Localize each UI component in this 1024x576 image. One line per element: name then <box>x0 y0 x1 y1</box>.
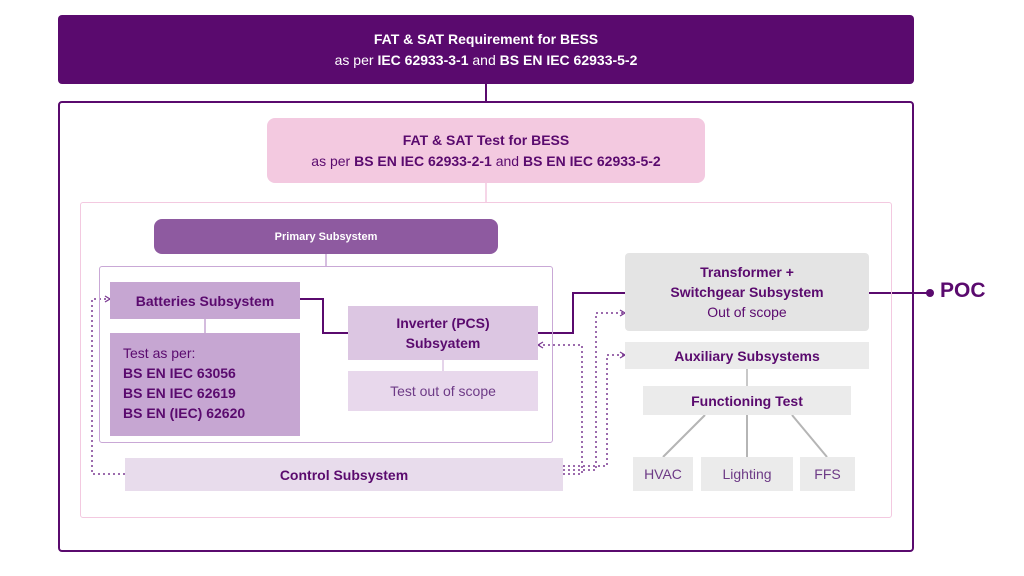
transformer-subsystem-box: Transformer + Switchgear Subsystem Out o… <box>625 253 869 331</box>
requirement-prefix: as per <box>334 51 378 68</box>
control-to-aux-dotted <box>563 351 627 467</box>
test-and: and <box>491 152 523 169</box>
transformer-scope: Out of scope <box>707 304 787 320</box>
transformer-line-2: Switchgear Subsystem <box>670 284 824 300</box>
connector-func-to-ffs <box>791 414 828 458</box>
ffs-box: FFS <box>800 457 855 491</box>
battery-standard-2: BS EN IEC 62619 <box>123 385 236 401</box>
hvac-box: HVAC <box>633 457 693 491</box>
requirement-and: and <box>468 51 500 68</box>
primary-subsystem-header: Primary Subsystem <box>154 219 498 254</box>
requirement-title: FAT & SAT Requirement for BESS <box>373 30 599 47</box>
control-to-transformer-dotted <box>563 309 627 471</box>
auxiliary-subsystems-box: Auxiliary Subsystems <box>625 342 869 369</box>
inverter-subsystem-box: Inverter (PCS) Subsyatem <box>348 306 538 360</box>
poc-label: POC <box>940 279 986 302</box>
lighting-box: Lighting <box>701 457 793 491</box>
poc-dot <box>926 289 934 297</box>
test-std-1: BS EN IEC 62933-2-1 <box>354 152 492 169</box>
connector-inverter-to-transformer <box>538 292 625 334</box>
transformer-line-1: Transformer + <box>700 264 794 280</box>
fat-sat-requirement-box: FAT & SAT Requirement for BESS as per IE… <box>58 15 914 84</box>
inverter-scope-box: Test out of scope <box>348 371 538 411</box>
requirement-std-1: IEC 62933-3-1 <box>377 51 469 68</box>
test-standards: as per BS EN IEC 62933-2-1 and BS EN IEC… <box>311 151 660 172</box>
test-std-2: BS EN IEC 62933-5-2 <box>522 152 661 169</box>
connector-batteries-to-inverter <box>300 298 348 334</box>
requirement-standards: as per IEC 62933-3-1 and BS EN IEC 62933… <box>335 50 638 71</box>
battery-standard-1: BS EN IEC 63056 <box>123 365 236 381</box>
batteries-subsystem-box: Batteries Subsystem <box>110 282 300 319</box>
requirement-frame <box>58 101 914 552</box>
functioning-test-box: Functioning Test <box>643 386 851 415</box>
test-prefix: as per <box>311 152 355 169</box>
inverter-line-2: Subsyatem <box>405 335 481 351</box>
control-to-batteries-dotted <box>91 295 125 475</box>
test-as-per-label: Test as per: <box>123 345 196 361</box>
battery-standards-box: Test as per: BS EN IEC 63056 BS EN IEC 6… <box>110 333 300 436</box>
test-title: FAT & SAT Test for BESS <box>402 131 570 148</box>
connector-func-to-hvac <box>662 414 706 458</box>
fat-sat-test-box: FAT & SAT Test for BESS as per BS EN IEC… <box>267 118 705 183</box>
test-frame <box>80 202 892 518</box>
battery-standard-3: BS EN (IEC) 62620 <box>123 405 246 421</box>
requirement-std-2: BS EN IEC 62933-5-2 <box>499 51 638 68</box>
inverter-line-1: Inverter (PCS) <box>396 315 490 331</box>
control-to-inverter-dotted <box>536 341 583 475</box>
primary-subsystem-frame <box>99 266 553 443</box>
control-subsystem-box: Control Subsystem <box>125 458 563 491</box>
